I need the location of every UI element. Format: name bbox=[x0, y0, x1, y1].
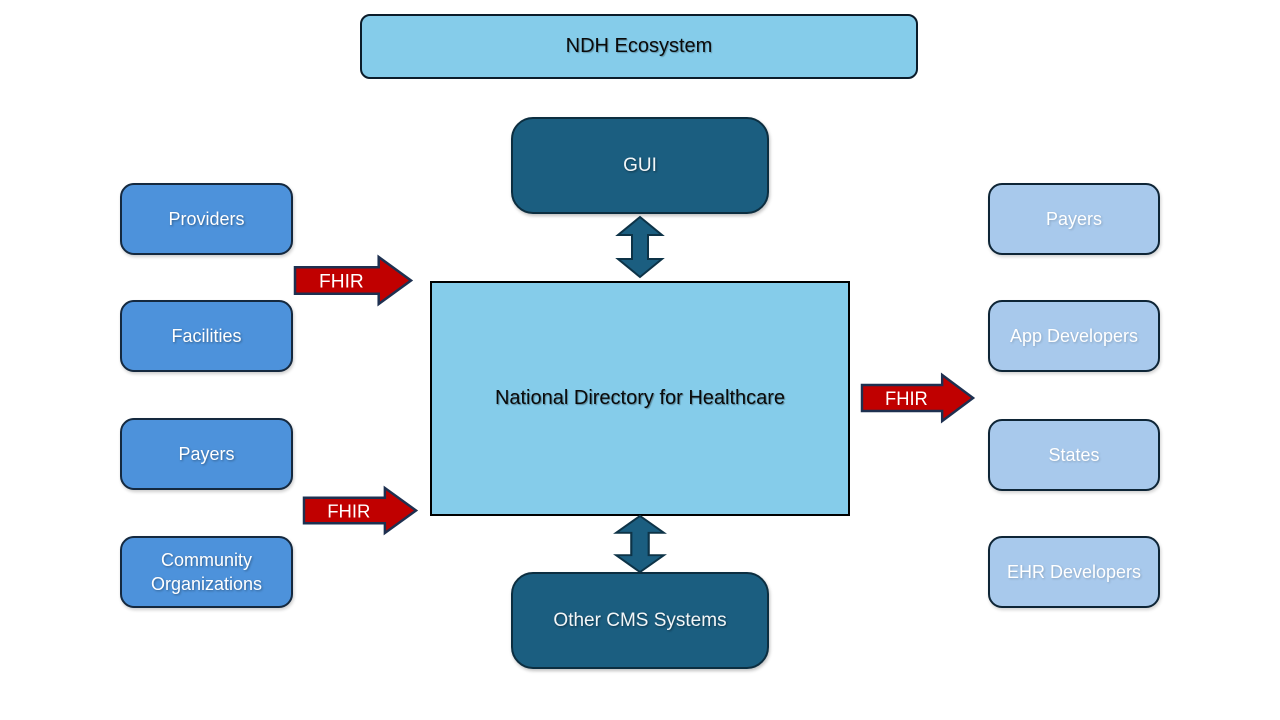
right-arrow-icon bbox=[293, 254, 414, 307]
other-cms-systems-label: Other CMS Systems bbox=[553, 609, 727, 631]
diagram-title: NDH Ecosystem bbox=[565, 35, 713, 57]
fhir-label: FHIR bbox=[319, 272, 364, 293]
double-arrow-icon bbox=[615, 215, 665, 279]
right-arrow-icon bbox=[860, 372, 976, 424]
left-box-label: Payers bbox=[178, 443, 235, 464]
left-box-facilities: Facilities bbox=[120, 300, 293, 372]
left-box-payers: Payers bbox=[120, 418, 293, 490]
right-arrow-icon bbox=[302, 485, 419, 536]
left-box-label: Facilities bbox=[171, 325, 242, 346]
fhir-label: FHIR bbox=[885, 388, 928, 409]
fhir-arrow-left-bottom: FHIR bbox=[302, 485, 419, 536]
fhir-label: FHIR bbox=[327, 500, 370, 521]
right-box-states: States bbox=[988, 419, 1160, 491]
left-box-label: Community Organizations bbox=[150, 549, 263, 594]
right-box-app-developers: App Developers bbox=[988, 300, 1160, 372]
ndh-cms-connector-arrow bbox=[613, 514, 667, 574]
gui-ndh-connector-arrow bbox=[615, 215, 665, 279]
right-box-ehr-developers: EHR Developers bbox=[988, 536, 1160, 608]
fhir-arrow-left-top: FHIR bbox=[293, 254, 414, 307]
left-box-label: Providers bbox=[168, 208, 245, 229]
national-directory-box: National Directory for Healthcare bbox=[430, 281, 850, 516]
right-box-label: States bbox=[1048, 444, 1100, 465]
right-box-label: EHR Developers bbox=[1006, 561, 1142, 582]
right-box-payers: Payers bbox=[988, 183, 1160, 255]
double-arrow-icon bbox=[613, 514, 667, 574]
fhir-arrow-right: FHIR bbox=[860, 372, 976, 424]
gui-box: GUI bbox=[511, 117, 769, 214]
gui-label: GUI bbox=[623, 154, 657, 176]
other-cms-systems-box: Other CMS Systems bbox=[511, 572, 769, 669]
left-box-providers: Providers bbox=[120, 183, 293, 255]
right-box-label: App Developers bbox=[1009, 325, 1139, 346]
left-box-community-organizations: Community Organizations bbox=[120, 536, 293, 608]
right-box-label: Payers bbox=[1045, 208, 1103, 229]
national-directory-label: National Directory for Healthcare bbox=[494, 387, 786, 409]
diagram-title-box: NDH Ecosystem bbox=[360, 14, 918, 79]
